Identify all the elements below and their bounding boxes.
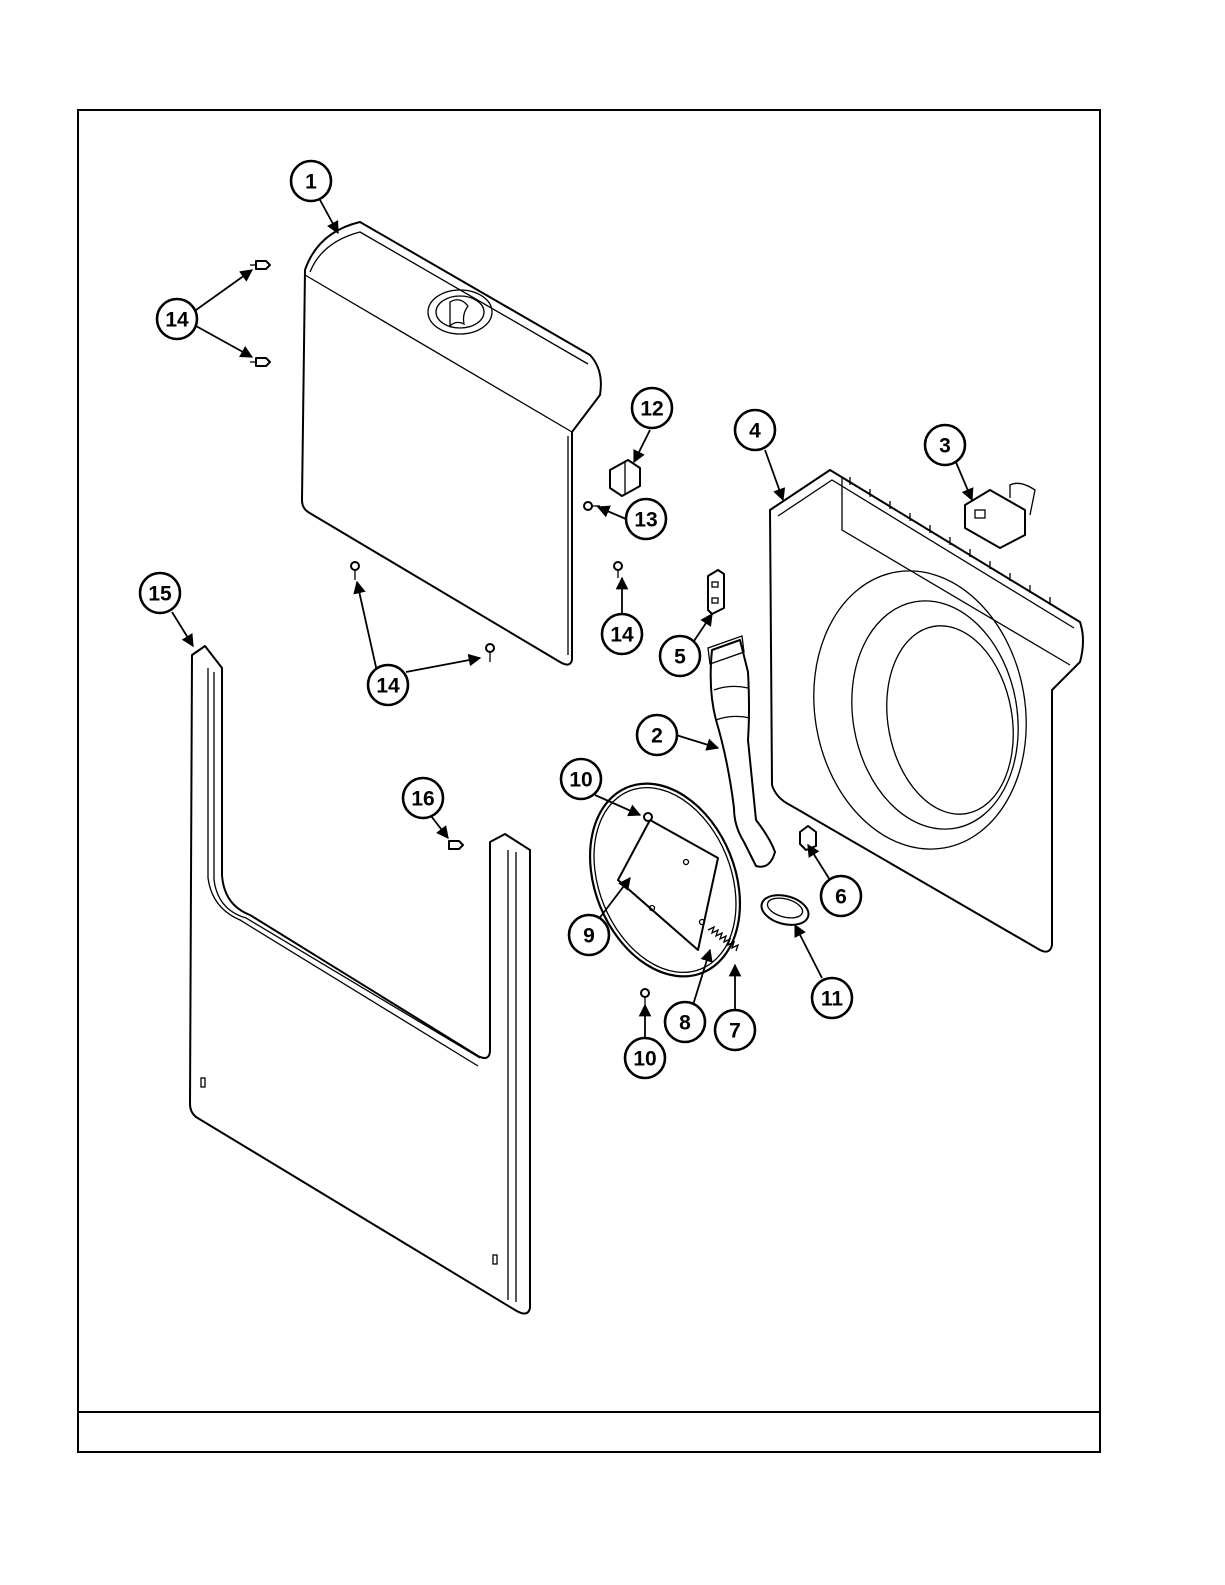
callout-13: 13 [626,499,666,539]
svg-text:16: 16 [411,788,434,811]
callout-4: 4 [735,410,775,450]
callout-10-top: 10 [561,759,601,799]
bracket-part [708,570,724,614]
gasket-part [758,890,812,929]
front-bulkhead-part [770,470,1083,952]
svg-text:10: 10 [633,1048,656,1071]
callout-14-right: 14 [602,614,642,654]
svg-text:14: 14 [376,675,400,698]
callout-14-bottom: 14 [368,665,408,705]
hinge-part [610,460,640,496]
top-panel-part [302,222,601,665]
svg-text:9: 9 [583,925,595,948]
svg-text:14: 14 [610,624,634,647]
lower-panel-part [190,646,530,1314]
door-switch-part [965,483,1035,548]
svg-text:5: 5 [674,646,686,669]
callout-1: 1 [291,161,331,201]
svg-text:8: 8 [679,1012,691,1035]
svg-text:12: 12 [640,398,663,421]
callout-7: 7 [715,1010,755,1050]
callout-11: 11 [812,978,852,1018]
svg-text:14: 14 [165,309,189,332]
callout-3: 3 [925,425,965,465]
svg-text:4: 4 [749,420,761,443]
callout-9: 9 [569,915,609,955]
callout-16: 16 [403,778,443,818]
callout-10-bottom: 10 [625,1038,665,1078]
svg-text:6: 6 [835,886,847,909]
callout-14-left: 14 [157,299,197,339]
callout-12: 12 [632,388,672,428]
callout-15: 15 [140,573,180,613]
svg-text:15: 15 [148,583,172,606]
svg-text:10: 10 [569,769,592,792]
svg-text:1: 1 [305,171,317,194]
callout-5: 5 [660,636,700,676]
svg-text:2: 2 [651,725,663,748]
callout-2: 2 [637,715,677,755]
access-plate-part [618,820,718,950]
svg-text:13: 13 [634,509,657,532]
svg-text:7: 7 [729,1020,741,1043]
svg-text:3: 3 [939,435,951,458]
callout-8: 8 [665,1002,705,1042]
callout-6: 6 [821,876,861,916]
svg-text:11: 11 [821,988,844,1011]
